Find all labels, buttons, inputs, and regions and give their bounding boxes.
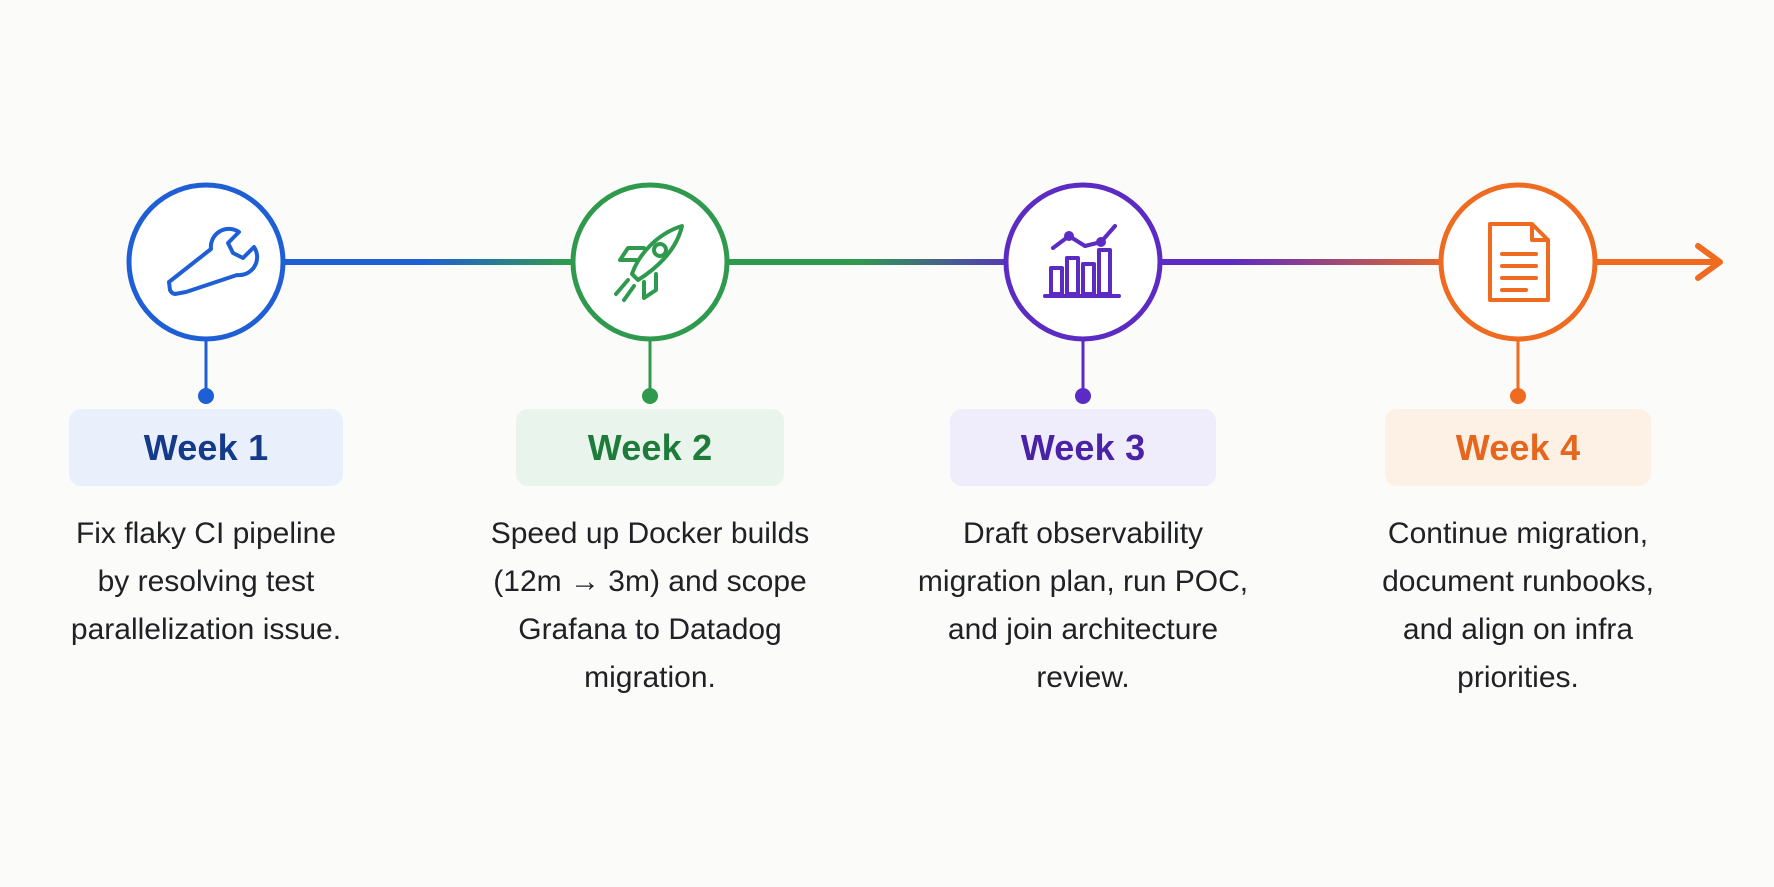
step-title-badge: Week 3 bbox=[950, 409, 1216, 486]
description-line: Fix flaky CI pipeline bbox=[75, 517, 337, 550]
description-line: by resolving test bbox=[97, 565, 315, 598]
description-line: and align on infra bbox=[1402, 613, 1634, 646]
step-title-badge: Week 1 bbox=[69, 409, 343, 486]
step-description: Speed up Docker builds (12m → 3m) and sc… bbox=[470, 510, 830, 702]
timeline-step-week-2: Week 2 Speed up Docker builds (12m → 3m)… bbox=[470, 0, 830, 887]
description-line: review. bbox=[1036, 661, 1130, 694]
description-line: migration plan, run POC, bbox=[917, 565, 1249, 598]
node-week-1 bbox=[126, 182, 286, 404]
description-line: and join architecture bbox=[947, 613, 1219, 646]
description-line: Draft observability bbox=[962, 517, 1204, 550]
description-line: document runbooks, bbox=[1382, 565, 1654, 598]
step-description: Draft observability migration plan, run … bbox=[903, 510, 1263, 702]
step-title: Week 4 bbox=[1455, 426, 1581, 468]
step-title: Week 3 bbox=[1020, 426, 1146, 468]
step-title: Week 1 bbox=[143, 426, 269, 468]
step-title-badge: Week 4 bbox=[1385, 409, 1651, 486]
step-title: Week 2 bbox=[587, 426, 713, 468]
step-description: Continue migration, document runbooks, a… bbox=[1338, 510, 1698, 702]
node-week-4 bbox=[1438, 182, 1598, 404]
timeline-step-week-1: Week 1 Fix flaky CI pipeline by resolvin… bbox=[26, 0, 386, 887]
document-icon bbox=[1488, 222, 1550, 302]
node-week-2 bbox=[570, 182, 730, 404]
description-line: priorities. bbox=[1457, 661, 1579, 694]
wrench-icon bbox=[167, 226, 260, 296]
rocket-icon bbox=[614, 224, 684, 302]
timeline-step-week-3: Week 3 Draft observability migration pla… bbox=[903, 0, 1263, 887]
description-line: parallelization issue. bbox=[70, 613, 342, 646]
step-description: Fix flaky CI pipeline by resolving test … bbox=[26, 510, 386, 654]
node-week-3 bbox=[1003, 182, 1163, 404]
description-line: migration. bbox=[584, 661, 716, 694]
description-line: Grafana to Datadog bbox=[518, 613, 782, 646]
timeline-step-week-4: Week 4 Continue migration, document runb… bbox=[1338, 0, 1698, 887]
description-line: Continue migration, bbox=[1387, 517, 1649, 550]
chart-icon bbox=[1043, 224, 1121, 298]
description-line: (12m → 3m) and scope bbox=[493, 565, 807, 598]
step-title-badge: Week 2 bbox=[516, 409, 784, 486]
description-line: Speed up Docker builds bbox=[490, 517, 810, 550]
timeline-arrowhead bbox=[1695, 243, 1723, 281]
